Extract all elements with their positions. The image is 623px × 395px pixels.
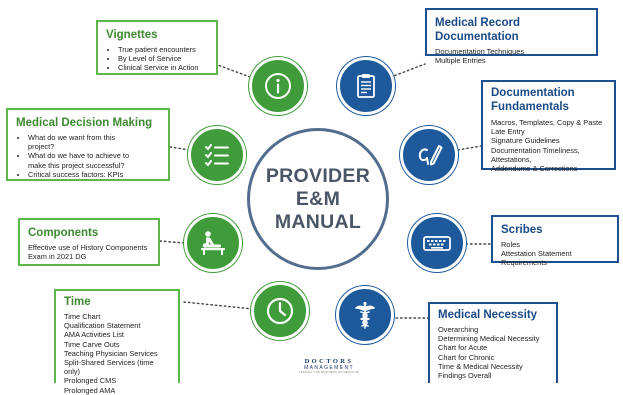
record-line: Documentation Techniques <box>435 47 525 56</box>
fundamentals-line: Macros, Templates, Copy & Paste <box>491 118 603 127</box>
necessity-box: Medical Necessity Overarching Determinin… <box>428 302 558 383</box>
mdm-item: What do we want from this project? <box>28 133 134 151</box>
fundamentals-title-line: Fundamentals <box>491 101 569 113</box>
checklist-icon <box>205 144 229 166</box>
mdm-title: Medical Decision Making <box>16 117 153 129</box>
necessity-line: Findings Overall <box>438 371 492 381</box>
vignettes-item: True patient encounters <box>118 45 209 54</box>
time-line: Split-Shared Services (time only) <box>64 358 154 377</box>
center-title-line: E&M <box>295 187 341 210</box>
mdm-node <box>188 126 246 184</box>
record-title: Medical Record Documentation <box>435 17 520 43</box>
vignettes-item: Clinical Service in Action <box>118 63 209 72</box>
logo-sub: MANAGEMENT <box>304 365 354 371</box>
vignettes-box: Vignettes True patient encounters By Lev… <box>96 20 218 75</box>
connector-components <box>159 240 185 244</box>
connector-vignettes <box>214 63 251 78</box>
fundamentals-line: Late Entry <box>491 127 525 137</box>
record-line: Multiple Entries <box>435 56 486 66</box>
necessity-line: Time & Medical Necessity <box>438 361 523 371</box>
center-title-line: MANUAL <box>274 210 362 233</box>
mdm-box: Medical Decision Making What do we want … <box>6 108 170 181</box>
necessity-line: Chart for Chronic <box>438 352 495 362</box>
clipboard-icon <box>357 74 375 98</box>
scribes-node <box>408 214 466 272</box>
info-icon <box>265 73 291 99</box>
fundamentals-line: Documentation Timeliness, <box>491 145 580 155</box>
time-line: Time Carve Outs <box>64 339 120 349</box>
fundamentals-node <box>400 126 458 184</box>
fundamentals-title: Documentation Fundamentals <box>491 86 607 114</box>
record-node <box>337 57 395 115</box>
vignettes-title: Vignettes <box>106 29 158 41</box>
clock-icon <box>266 297 294 325</box>
necessity-line: Determining Medical Necessity <box>438 334 540 344</box>
vignettes-node <box>249 57 307 115</box>
time-line: Prolonged AMA <box>64 385 116 395</box>
center-hub: PROVIDER E&M MANUAL <box>247 128 389 270</box>
fundamentals-title-line: Documentation <box>491 87 575 99</box>
components-line: Exam in 2021 DG <box>28 252 87 262</box>
fundamentals-line: Signature Guidelines <box>491 136 560 146</box>
physical-exam-icon <box>201 231 225 255</box>
logo-tagline: LEADING THE BUSINESS OF MEDICINE <box>299 371 359 374</box>
vignettes-item: By Level of Service <box>118 54 209 63</box>
connector-time <box>183 301 254 310</box>
necessity-line: Chart for Acute <box>438 343 488 353</box>
time-line: Time Chart <box>64 312 101 321</box>
keyboard-icon <box>423 236 451 251</box>
center-title-line: PROVIDER <box>265 164 371 187</box>
necessity-title: Medical Necessity <box>438 309 538 321</box>
necessity-line: Overarching <box>438 325 479 334</box>
scribes-line: Roles <box>501 240 520 249</box>
doctors-management-logo: DOCTORS MANAGEMENT LEADING THE BUSINESS … <box>296 358 362 375</box>
time-box: Time Time Chart Qualification Statement … <box>54 289 180 395</box>
scribes-box: Scribes Roles Attestation Statement Requ… <box>491 215 619 267</box>
mdm-list: What do we want from this project? What … <box>16 133 161 179</box>
fundamentals-line: Attestations, <box>491 154 532 164</box>
components-box: Components Effective use of History Comp… <box>18 218 160 266</box>
scribes-line: Attestation Statement Requirements <box>501 249 572 268</box>
time-line: Prolonged CMS <box>64 376 117 386</box>
time-line: Teaching Physician Services <box>64 348 158 358</box>
pen-signature-icon <box>418 145 443 166</box>
components-line: Effective use of History Components <box>28 243 148 252</box>
time-title: Time <box>64 296 91 308</box>
scribes-title: Scribes <box>501 224 543 236</box>
mdm-item: Critical success factors: KPIs <box>28 170 161 179</box>
components-node <box>184 214 242 272</box>
connector-mdm <box>169 146 191 151</box>
mdm-item: What do we have to achieve to make this … <box>28 151 148 169</box>
time-line: AMA Activities List <box>64 330 124 340</box>
vignettes-list: True patient encounters By Level of Serv… <box>106 45 209 73</box>
necessity-node <box>336 286 394 344</box>
record-box: Medical Record Documentation Documentati… <box>425 8 598 65</box>
components-title: Components <box>28 227 99 239</box>
fundamentals-line: Addendums & Corrections <box>491 164 578 174</box>
time-line: Qualification Statement <box>64 321 141 331</box>
logo-name: DOCTORS <box>304 358 354 365</box>
time-node <box>251 282 309 340</box>
caduceus-icon <box>355 301 375 329</box>
fundamentals-box: Documentation Fundamentals Macros, Templ… <box>481 80 616 174</box>
connector-fundamentals <box>457 145 482 151</box>
